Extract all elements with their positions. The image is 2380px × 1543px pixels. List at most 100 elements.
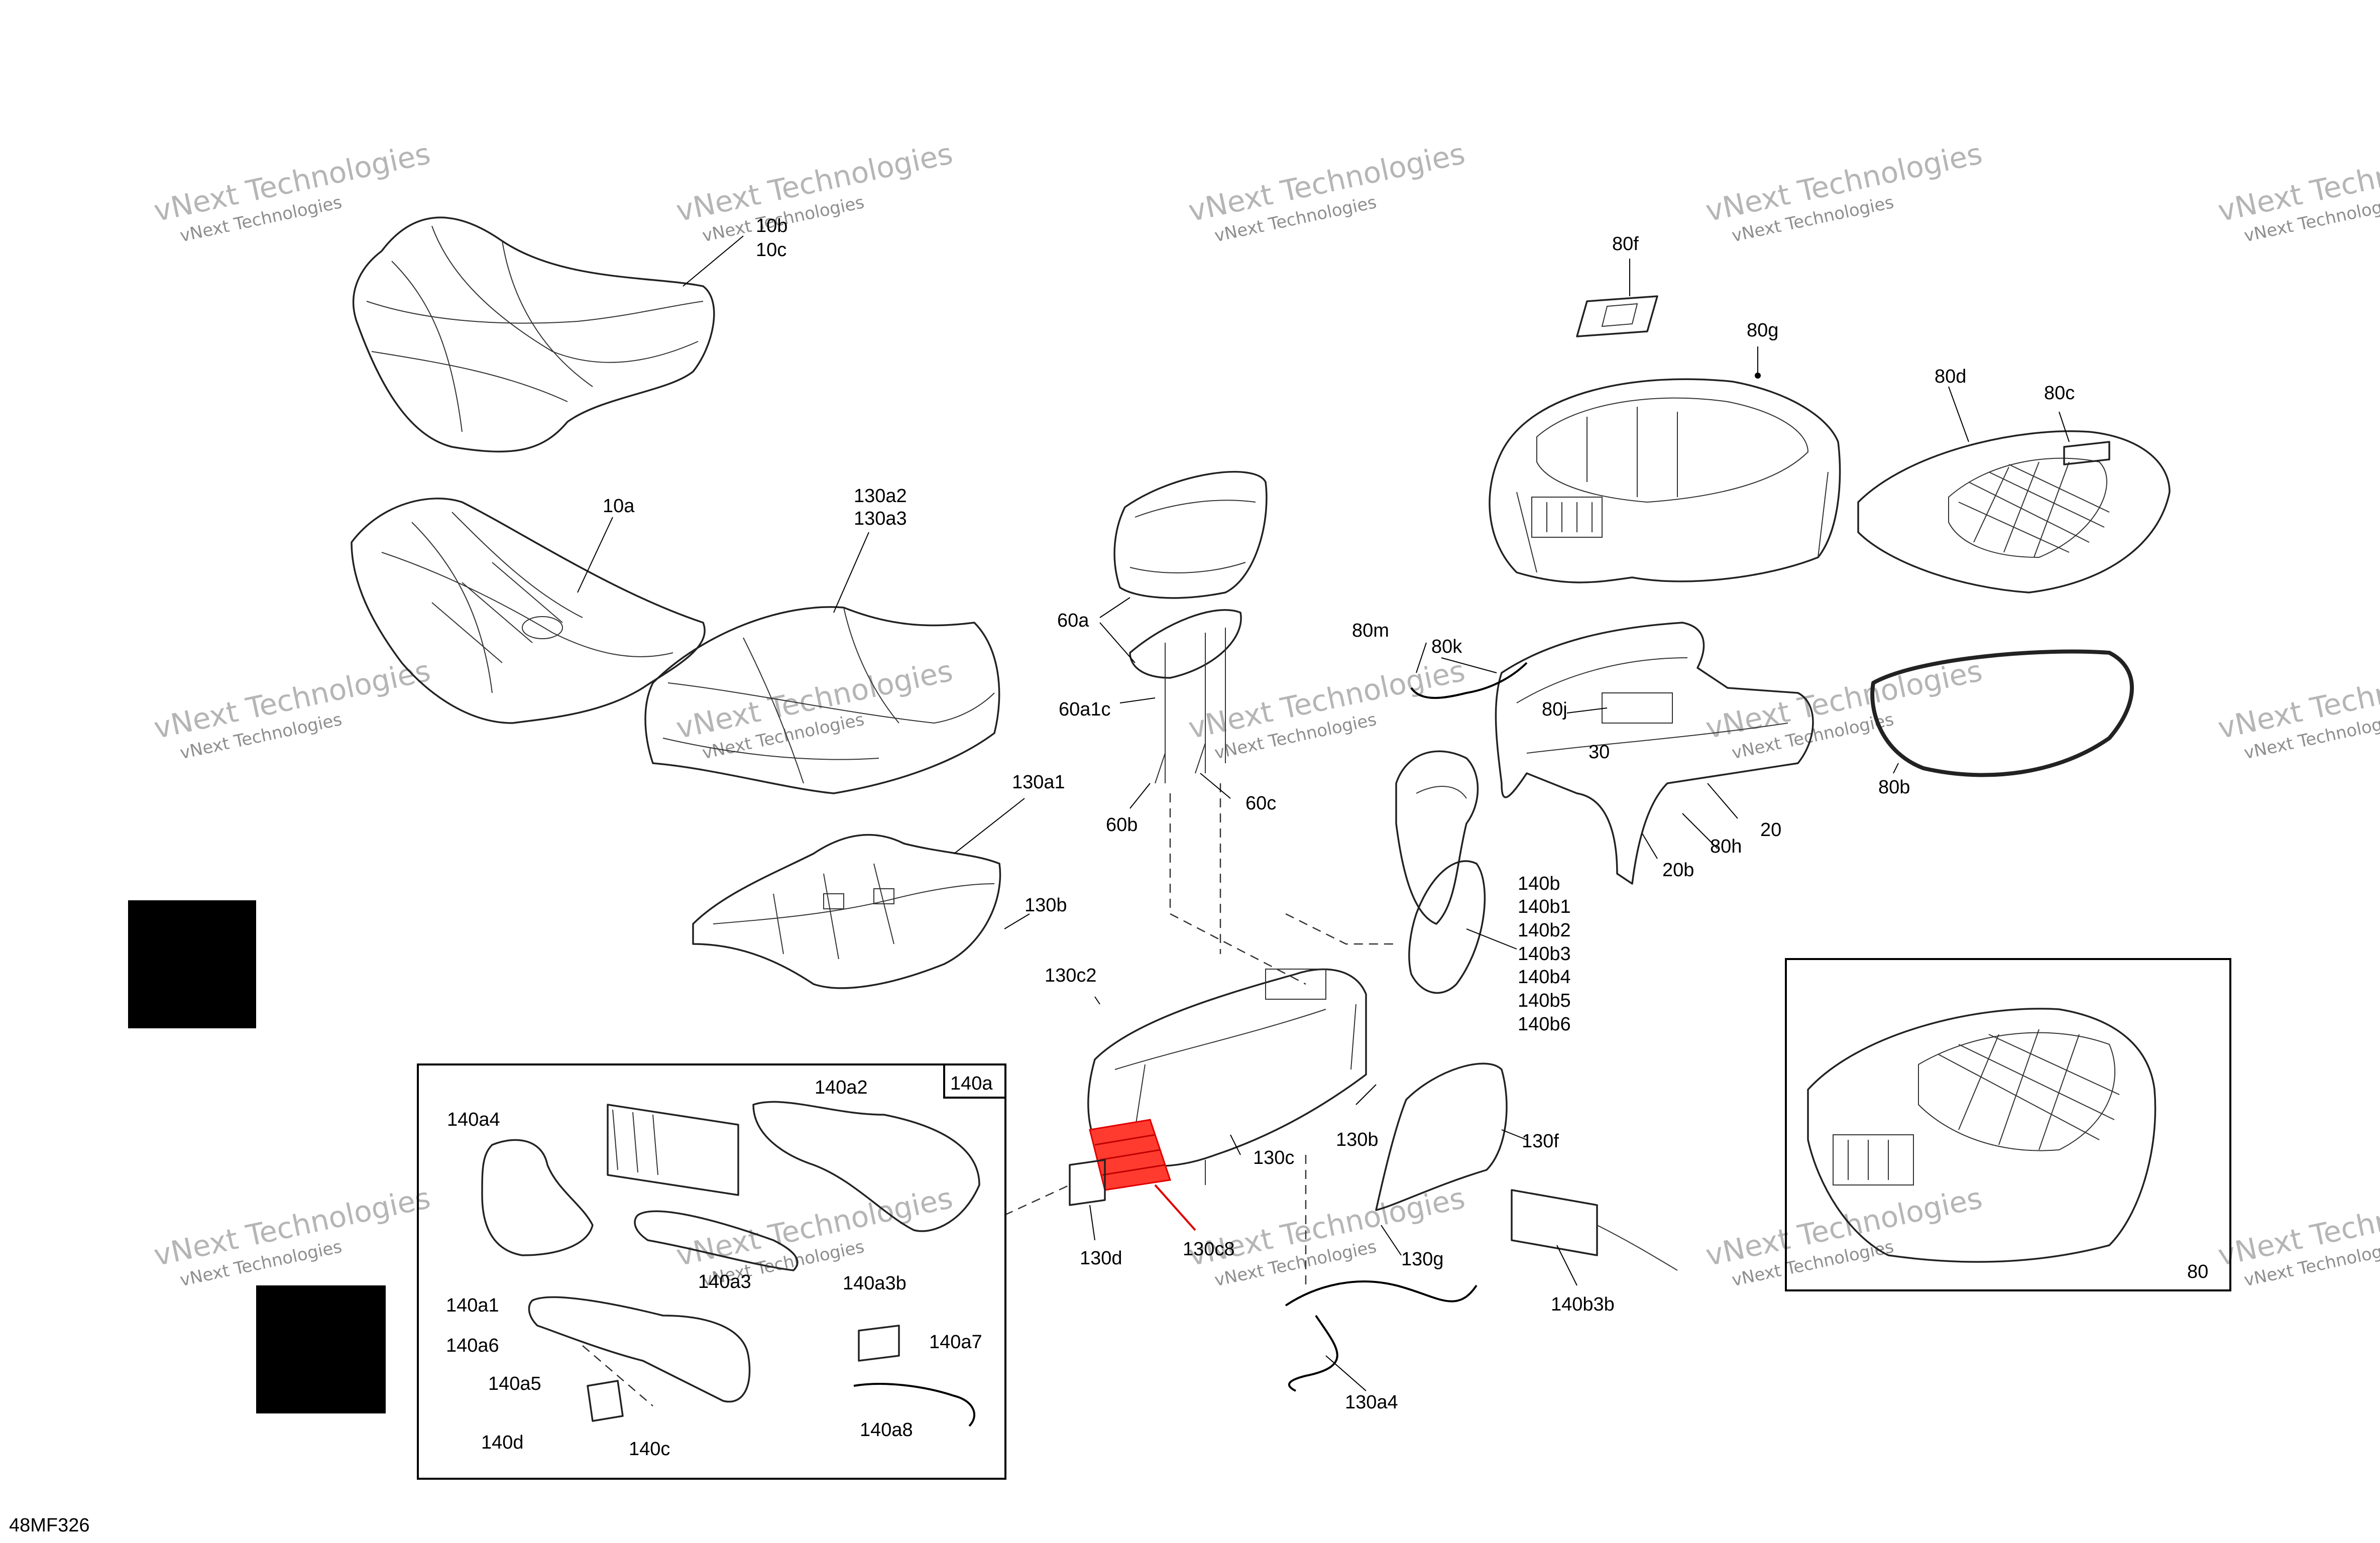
label-140b2: 140b2: [1518, 920, 1571, 941]
label-140a3: 140a3: [698, 1271, 751, 1292]
detail-box-80: [1785, 958, 2231, 1291]
label-20: 20: [1760, 819, 1781, 841]
label-130g: 130g: [1401, 1249, 1444, 1270]
watermark: vNext Technologies vNext Technologies: [1185, 654, 1467, 764]
harness-140a8: [853, 1383, 975, 1427]
highlighted-part-130c8: [1089, 1119, 1171, 1191]
label-140d: 140d: [481, 1432, 524, 1453]
part-140a4: [481, 1139, 594, 1256]
diagram-code: 48MF326: [9, 1515, 90, 1536]
label-60b: 60b: [1106, 814, 1138, 836]
part-140c: [587, 1380, 624, 1422]
watermark: vNext Technologies vNext Technologies: [1703, 137, 1985, 247]
label-140a1: 140a1: [446, 1295, 499, 1316]
seat-cover-part: [352, 216, 715, 453]
label-140b6: 140b6: [1518, 1014, 1571, 1035]
label-60c: 60c: [1245, 793, 1276, 814]
label-130c8: 130c8: [1183, 1239, 1235, 1260]
label-60a: 60a: [1057, 610, 1089, 631]
watermark: vNext Technologies vNext Technologies: [1703, 1181, 1985, 1291]
assembly-lines: [1004, 783, 1396, 1285]
latch-80c: [2063, 441, 2110, 465]
label-140b5: 140b5: [1518, 990, 1571, 1011]
label-80f: 80f: [1612, 233, 1639, 255]
watermark: vNext Technologies vNext Technologies: [151, 654, 433, 764]
label-20b: 20b: [1662, 860, 1694, 881]
label-80c: 80c: [2044, 383, 2075, 404]
plate-130d: [1069, 1159, 1106, 1206]
rack-frame-part: [1495, 622, 1814, 885]
part-labels: 10b 10c 10a 130a2 130a3 130a1 130b 60a 6…: [446, 215, 2208, 1460]
watermark: vNext Technologies vNext Technologies: [1185, 137, 1467, 247]
label-130c: 130c: [1253, 1147, 1294, 1168]
lid-latch-part: [1576, 295, 1658, 337]
label-140b: 140b: [1518, 873, 1560, 894]
harness-130a4: [1285, 1280, 1478, 1392]
watermark: vNext Technologies vNext Technologies: [151, 1181, 433, 1291]
part-140a3: [634, 1210, 799, 1271]
label-130c2: 130c2: [1045, 965, 1097, 986]
label-30: 30: [1589, 742, 1610, 763]
label-80h: 80h: [1710, 836, 1742, 857]
cable-80k: [1410, 662, 1528, 699]
watermark: vNext Technologies vNext Technologies: [673, 137, 955, 247]
label-130b-top: 130b: [1025, 895, 1067, 916]
label-60a1c: 60a1c: [1059, 699, 1111, 720]
storage-box-part: [1489, 378, 1841, 583]
label-140b3b: 140b3b: [1551, 1294, 1615, 1315]
label-140b4: 140b4: [1518, 967, 1571, 988]
label-80g: 80g: [1747, 320, 1778, 341]
detail-box-140a: [417, 1063, 1006, 1480]
watermark: vNext Technologies vNext Technologies: [1703, 654, 1985, 764]
label-140a2: 140a2: [815, 1077, 868, 1098]
armrest-part: [1395, 750, 1486, 994]
label-140b3: 140b3: [1518, 943, 1571, 965]
label-80m: 80m: [1352, 620, 1389, 641]
backrest-part: [1113, 470, 1268, 784]
label-140a8: 140a8: [860, 1419, 913, 1441]
watermark: vNext Technologies vNext Technologies: [1185, 1181, 1467, 1291]
plate-140b3b: [1511, 1189, 1678, 1271]
label-130a4: 130a4: [1345, 1392, 1398, 1413]
watermark: vNext Technologies vNext Technologies: [673, 654, 955, 764]
label-130a2: 130a2: [854, 486, 907, 507]
label-80j: 80j: [1542, 699, 1567, 720]
black-section-tab: [256, 1285, 386, 1413]
label-140a5: 140a5: [488, 1373, 541, 1394]
label-140b1: 140b1: [1518, 896, 1571, 917]
label-80d: 80d: [1935, 366, 1966, 387]
label-140a4: 140a4: [447, 1109, 500, 1130]
label-130d: 130d: [1080, 1248, 1122, 1269]
gasket-part: [1870, 649, 2134, 777]
watermark: vNext Technologies vNext Technologies: [151, 137, 433, 247]
label-80-box: 80: [2187, 1261, 2208, 1282]
side-cover-130f: [1375, 1062, 1508, 1211]
label-140a6: 140a6: [446, 1335, 499, 1356]
watermark: vNext Technologies vNext Technologies: [2215, 1181, 2380, 1291]
label-10c: 10c: [756, 240, 786, 261]
label-10a: 10a: [603, 496, 635, 517]
leader-lines: [577, 235, 2070, 1391]
label-130b-mid: 130b: [1336, 1129, 1379, 1150]
label-140c: 140c: [629, 1439, 670, 1460]
part-140a2: [752, 1101, 980, 1232]
label-130a3: 130a3: [854, 508, 907, 529]
storage-lid-part: [1857, 430, 2171, 594]
label-130a1: 130a1: [1012, 772, 1065, 793]
seat-foam-part: [644, 606, 1000, 794]
seat-pan-part: [692, 834, 1001, 989]
part-140a7: [858, 1325, 900, 1362]
black-section-tab: [128, 900, 256, 1028]
label-80b: 80b: [1878, 777, 1910, 798]
label-130f: 130f: [1522, 1131, 1559, 1152]
label-140a-box: 140a: [950, 1073, 993, 1094]
part-140a1: [528, 1296, 751, 1403]
plate-140a: [607, 1104, 739, 1196]
label-140a7: 140a7: [929, 1332, 982, 1353]
watermark: vNext Technologies vNext Technologies: [2215, 654, 2380, 764]
screw-80g: [1755, 373, 1761, 379]
label-80k: 80k: [1431, 636, 1462, 657]
label-140a3b: 140a3b: [843, 1273, 906, 1294]
seat-base-part: [351, 498, 706, 724]
